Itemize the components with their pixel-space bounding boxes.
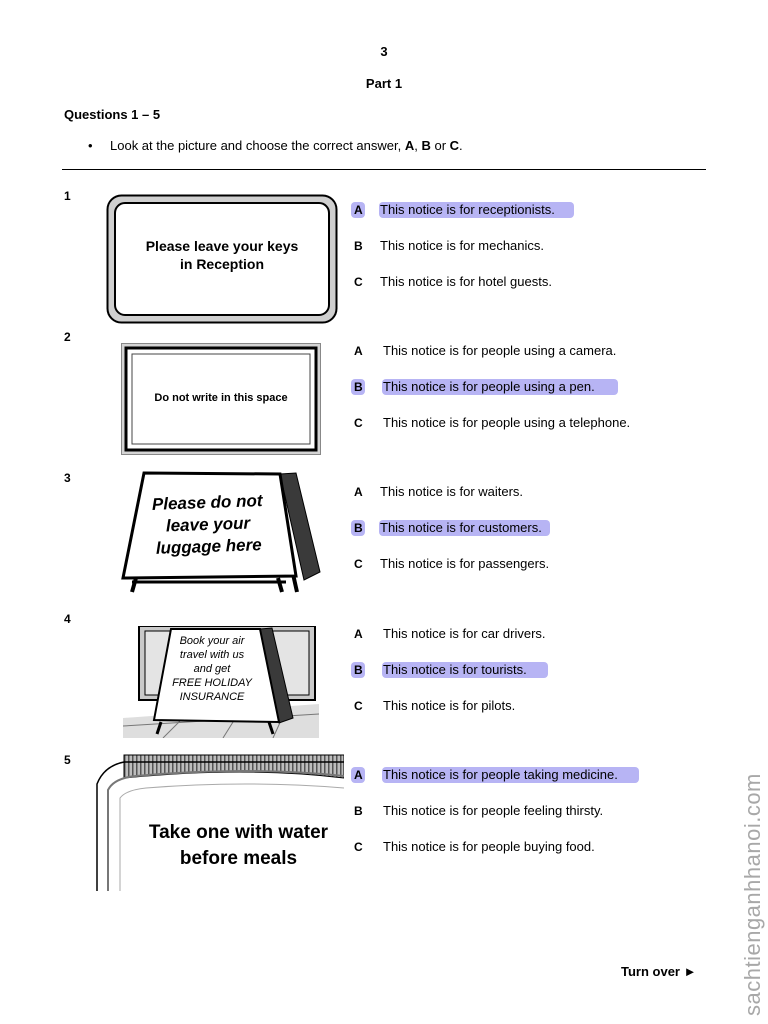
answer-highlight-2-text — [382, 379, 618, 395]
sign-4-line-2: travel with us — [179, 649, 245, 661]
q1-option-c-text: This notice is for hotel guests. — [380, 274, 552, 289]
q2-option-b-text: This notice is for people using a pen. — [383, 379, 595, 394]
q4-option-a-text: This notice is for car drivers. — [383, 626, 546, 641]
sign-picture-3: Please do not leave your luggage here — [118, 470, 323, 594]
questions-range-heading: Questions 1 – 5 — [64, 107, 161, 122]
page-number: 3 — [380, 44, 388, 59]
q2-option-c-letter: C — [354, 416, 363, 430]
sign-4-line-4: FREE HOLIDAY — [172, 677, 252, 689]
q4-option-c-text: This notice is for pilots. — [383, 698, 516, 713]
q2-option-a-letter: A — [354, 344, 363, 358]
divider-rule — [62, 169, 706, 170]
answer-highlight-2-letter — [351, 379, 365, 395]
sign-4-line-1: Book your air — [179, 635, 245, 647]
q5-option-a-text: This notice is for people taking medicin… — [383, 767, 618, 782]
answer-highlight-1-letter — [351, 202, 365, 218]
watermark-text: sachtienganhhanoi.com — [740, 773, 765, 1016]
instruction-option-a: A — [404, 138, 415, 153]
answer-highlight-1-text — [379, 202, 574, 218]
q1-option-a-letter: A — [354, 203, 363, 217]
q1-option-b-letter: B — [354, 239, 363, 253]
q3-option-c-text: This notice is for passengers. — [380, 556, 550, 571]
q1-option-a-text: This notice is for receptionists. — [380, 202, 555, 217]
answer-highlight-3-text — [379, 520, 550, 536]
question-number-2: 2 — [64, 330, 71, 344]
sign-picture-5: Take one with water before meals — [96, 754, 344, 892]
q2-option-a-text: This notice is for people using a camera… — [383, 343, 617, 358]
q3-option-a-letter: A — [354, 485, 363, 499]
sign-1-line-2: in Reception — [179, 256, 264, 272]
bullet-icon: • — [88, 138, 93, 153]
answer-highlight-4-text — [382, 662, 548, 678]
sign-5-line-1: Take one with water — [148, 822, 329, 843]
answer-highlight-5-letter — [351, 767, 365, 783]
q4-option-a-letter: A — [354, 627, 363, 641]
q5-option-b-letter: B — [354, 804, 363, 818]
q2-option-c-text: This notice is for people using a teleph… — [383, 415, 631, 430]
sign-5-line-2: before meals — [179, 848, 298, 869]
sign-2-line-1: Do not write in this space — [154, 392, 288, 404]
q1-option-c-letter: C — [354, 275, 363, 289]
sign-picture-1: Please leave your keys in Reception — [106, 194, 338, 324]
q4-option-b-letter: B — [354, 663, 363, 677]
q5-option-c-letter: C — [354, 840, 363, 854]
instruction-line: • Look at the picture and choose the corr… — [88, 138, 463, 153]
q2-option-b-letter: B — [354, 380, 363, 394]
sign-4-line-3: and get — [193, 663, 231, 675]
instruction-text: Look at the picture and choose the corre… — [110, 138, 405, 153]
sign-4-line-5: INSURANCE — [179, 691, 245, 703]
instruction-option-b: B — [421, 138, 431, 153]
sign-picture-4: Book your air travel with us and get FRE… — [123, 626, 319, 738]
part-title: Part 1 — [365, 76, 403, 91]
turn-over-label: Turn over ► — [621, 964, 697, 979]
q5-option-b-text: This notice is for people feeling thirst… — [383, 803, 604, 818]
question-number-4: 4 — [64, 612, 71, 626]
answer-highlight-4-letter — [351, 662, 365, 678]
question-number-5: 5 — [64, 753, 71, 767]
answer-highlight-5-text — [382, 767, 639, 783]
sign-picture-2: Do not write in this space — [121, 343, 321, 455]
q5-option-a-letter: A — [354, 768, 363, 782]
q4-option-b-text: This notice is for tourists. — [383, 662, 527, 677]
q5-option-c-text: This notice is for people buying food. — [383, 839, 595, 854]
q3-option-b-text: This notice is for customers. — [380, 520, 542, 535]
instruction-end: . — [459, 138, 463, 153]
q4-option-c-letter: C — [354, 699, 363, 713]
q3-option-a-text: This notice is for waiters. — [380, 484, 524, 499]
instruction-sep-1: , — [414, 138, 422, 153]
instruction-sep-2: or — [430, 138, 450, 153]
instruction-option-c: C — [449, 138, 460, 153]
q3-option-c-letter: C — [354, 557, 363, 571]
question-number-1: 1 — [64, 189, 71, 203]
sign-1-line-1: Please leave your keys — [145, 238, 299, 254]
q1-option-b-text: This notice is for mechanics. — [380, 238, 545, 253]
question-number-3: 3 — [64, 471, 71, 485]
answer-highlight-3-letter — [351, 520, 365, 536]
q3-option-b-letter: B — [354, 521, 363, 535]
